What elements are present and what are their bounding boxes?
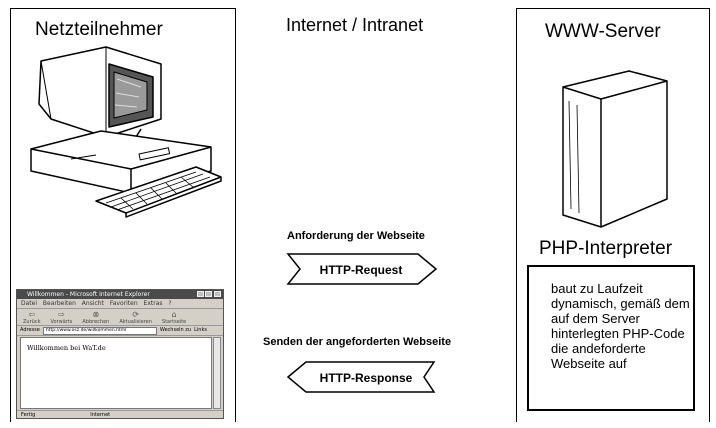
minimize-icon[interactable]	[197, 291, 204, 297]
browser-menubar[interactable]: Datei Bearbeiten Ansicht Favoriten Extra…	[17, 299, 223, 309]
browser-title: Willkommen - Microsoft Internet Explorer	[27, 291, 150, 298]
status-right: Internet	[90, 412, 111, 418]
status-left: Fertig	[21, 412, 36, 418]
network-title: Internet / Intranet	[286, 15, 424, 35]
maximize-icon[interactable]	[205, 291, 212, 297]
client-panel: Netzteilnehmer	[10, 8, 236, 422]
back-icon: ⇦	[28, 310, 36, 319]
server-panel: WWW-Server PHP-Interpreter baut zu Laufz…	[516, 8, 710, 422]
server-icon	[562, 70, 668, 228]
php-interpreter-title: PHP-Interpreter	[539, 238, 673, 259]
forward-icon: ⇨	[58, 310, 65, 319]
forward-button[interactable]: ⇨Vorwärts	[50, 310, 73, 325]
page-content-text: Willkommen bei WaT.de	[27, 344, 106, 352]
browser-scrollbar[interactable]	[213, 337, 221, 409]
refresh-icon: ⟳	[132, 310, 139, 319]
browser-statusbar: Fertig Internet	[17, 410, 223, 418]
close-icon[interactable]	[214, 291, 221, 297]
response-arrow: HTTP-Response	[286, 361, 436, 393]
stop-icon: ⊗	[92, 310, 100, 319]
browser-titlebar: Willkommen - Microsoft Internet Explorer	[17, 290, 223, 299]
client-title: Netzteilnehmer	[35, 19, 163, 40]
php-description: baut zu Laufzeit dynamisch, gemäß dem au…	[551, 281, 690, 371]
stop-button[interactable]: ⊗Abbrechen	[82, 310, 110, 325]
request-caption: Anforderung der Webseite	[287, 230, 425, 242]
back-button[interactable]: ⇦Zurück	[23, 310, 41, 325]
browser-window: Willkommen - Microsoft Internet Explorer…	[16, 289, 224, 419]
links-label[interactable]: Links	[194, 327, 207, 333]
computer-icon	[30, 46, 222, 218]
home-button[interactable]: ⌂Startseite	[161, 310, 187, 325]
request-arrow: HTTP-Request	[286, 253, 438, 285]
php-interpreter-box: baut zu Laufzeit dynamisch, gemäß dem au…	[527, 265, 695, 411]
home-icon: ⌂	[171, 310, 177, 319]
address-input[interactable]: http://www.osz.de/willkommen.html	[42, 326, 157, 335]
server-title: WWW-Server	[545, 21, 661, 42]
address-label: Adresse	[20, 327, 40, 333]
browser-toolbar: ⇦Zurück ⇨Vorwärts ⊗Abbrechen ⟳Aktualisie…	[17, 309, 223, 326]
response-caption: Senden der angeforderten Webseite	[263, 336, 452, 348]
response-label: HTTP-Response	[320, 371, 413, 385]
go-button[interactable]: Wechseln zu	[159, 327, 192, 333]
browser-content: Willkommen bei WaT.de	[20, 337, 212, 409]
browser-addressbar: Adresse http://www.osz.de/willkommen.htm…	[17, 326, 223, 336]
refresh-button[interactable]: ⟳Aktualisieren	[119, 310, 152, 325]
request-label: HTTP-Request	[320, 263, 403, 277]
